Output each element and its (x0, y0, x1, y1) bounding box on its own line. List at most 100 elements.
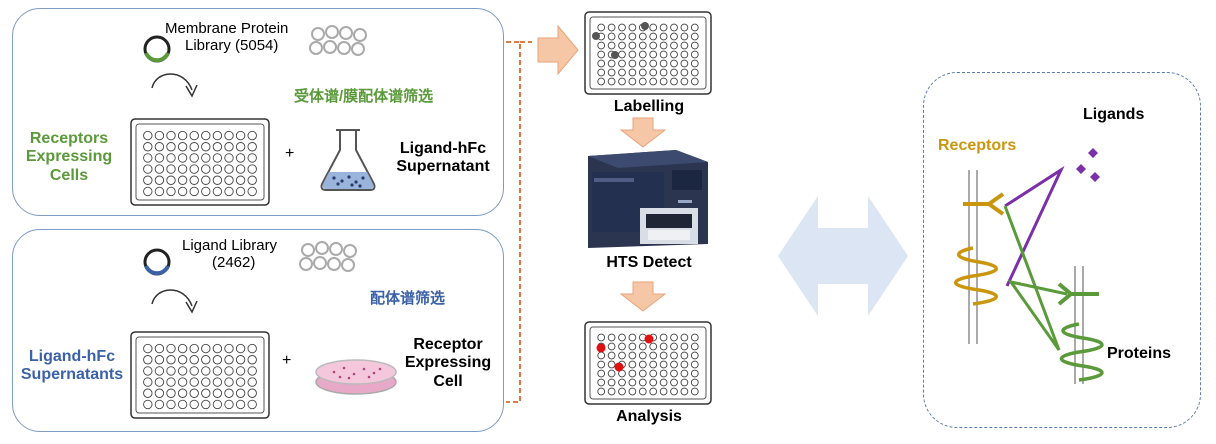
plate-well (607, 360, 616, 369)
plate-well (154, 399, 165, 410)
plate-well (247, 164, 257, 174)
plate-well (680, 378, 689, 387)
plate-well (166, 388, 176, 398)
plate-well (659, 333, 668, 342)
plate-well (680, 351, 689, 360)
plate-well (628, 68, 637, 77)
plate-well (628, 59, 637, 68)
curved-arrow-icon (151, 289, 198, 314)
plate-well (189, 343, 199, 354)
well-plate-icon (584, 321, 712, 405)
plate-well (607, 378, 616, 387)
plate-well (670, 23, 678, 32)
plate-well (235, 142, 246, 152)
plate-well (649, 41, 658, 50)
plate-well (166, 175, 176, 185)
well-plate-icon (130, 118, 270, 206)
plate-well (166, 343, 176, 354)
plate-well (690, 32, 699, 41)
plate-well (649, 50, 658, 59)
plate-well (201, 388, 211, 398)
plate-well (247, 377, 257, 387)
plate-well (649, 369, 658, 378)
plate-well (670, 351, 678, 360)
plate-well (166, 142, 176, 152)
plate-well (189, 186, 199, 197)
plate-well (628, 360, 637, 369)
plate-well (597, 23, 606, 32)
plate-well (235, 388, 246, 398)
plate-well (649, 77, 658, 86)
plate-well (690, 360, 699, 369)
plate-well (154, 343, 165, 354)
plate-well (166, 164, 176, 174)
plate-well (649, 351, 658, 360)
plate-well (649, 387, 658, 396)
plate-well (680, 369, 689, 378)
bead-cluster-icon (299, 241, 357, 272)
plate-well (618, 333, 626, 342)
plate-well (247, 130, 257, 141)
plate-well (189, 175, 199, 185)
well-plate-icon (130, 331, 270, 419)
plate-well (597, 50, 606, 59)
plasmid-icon (143, 248, 171, 276)
plate-well (189, 377, 199, 387)
plate-well (638, 351, 647, 360)
plate-well (607, 68, 616, 77)
plate-well (659, 351, 668, 360)
plate-well (680, 333, 689, 342)
plate-well (690, 333, 699, 342)
plate-well (201, 153, 211, 163)
plate-well (154, 366, 165, 376)
plate-well (607, 59, 616, 68)
plate-well (166, 355, 176, 365)
plate-well (690, 351, 699, 360)
plate-well (177, 355, 188, 365)
plate-well (235, 366, 246, 376)
plate-well (177, 399, 188, 410)
plate-well (597, 41, 606, 50)
receptor-cell-label: Receptor Expressing Cell (404, 336, 492, 390)
plate-well (670, 41, 678, 50)
plate-well (670, 50, 678, 59)
plate-well (189, 130, 199, 141)
plate-well (680, 77, 689, 86)
plate-well (224, 153, 234, 163)
plate-well (670, 387, 678, 396)
plate-well (143, 130, 153, 141)
plate-well (680, 342, 689, 351)
plate-well (177, 142, 188, 152)
plate-well (690, 23, 699, 32)
supernatant-label: Ligand-hFc Supernatant (396, 140, 490, 176)
plate-well (628, 342, 637, 351)
curved-arrow-icon (151, 73, 198, 98)
plate-well (201, 399, 211, 410)
plate-well (143, 343, 153, 354)
receptors-label: Receptors (938, 137, 1017, 154)
plate-well (154, 355, 165, 365)
plate-well (680, 41, 689, 50)
ligands-label: Ligands (1083, 106, 1145, 123)
plate-well (607, 369, 616, 378)
plate-well (618, 378, 626, 387)
plate-well (680, 59, 689, 68)
plate-well (628, 378, 637, 387)
plate-well (607, 77, 616, 86)
plate-well (247, 366, 257, 376)
plate-well (247, 175, 257, 185)
plate-well (235, 343, 246, 354)
plate-well (597, 77, 606, 86)
plasmid-icon (143, 35, 171, 63)
hit-dots (596, 334, 654, 372)
plate-well (247, 153, 257, 163)
plate-well (618, 387, 626, 396)
plate-well (154, 388, 165, 398)
plate-well (638, 32, 647, 41)
plate-well (680, 68, 689, 77)
plate-well (638, 50, 647, 59)
plate-well (618, 32, 626, 41)
plate-well (201, 377, 211, 387)
plate-well (638, 41, 647, 50)
plate-well (154, 164, 165, 174)
